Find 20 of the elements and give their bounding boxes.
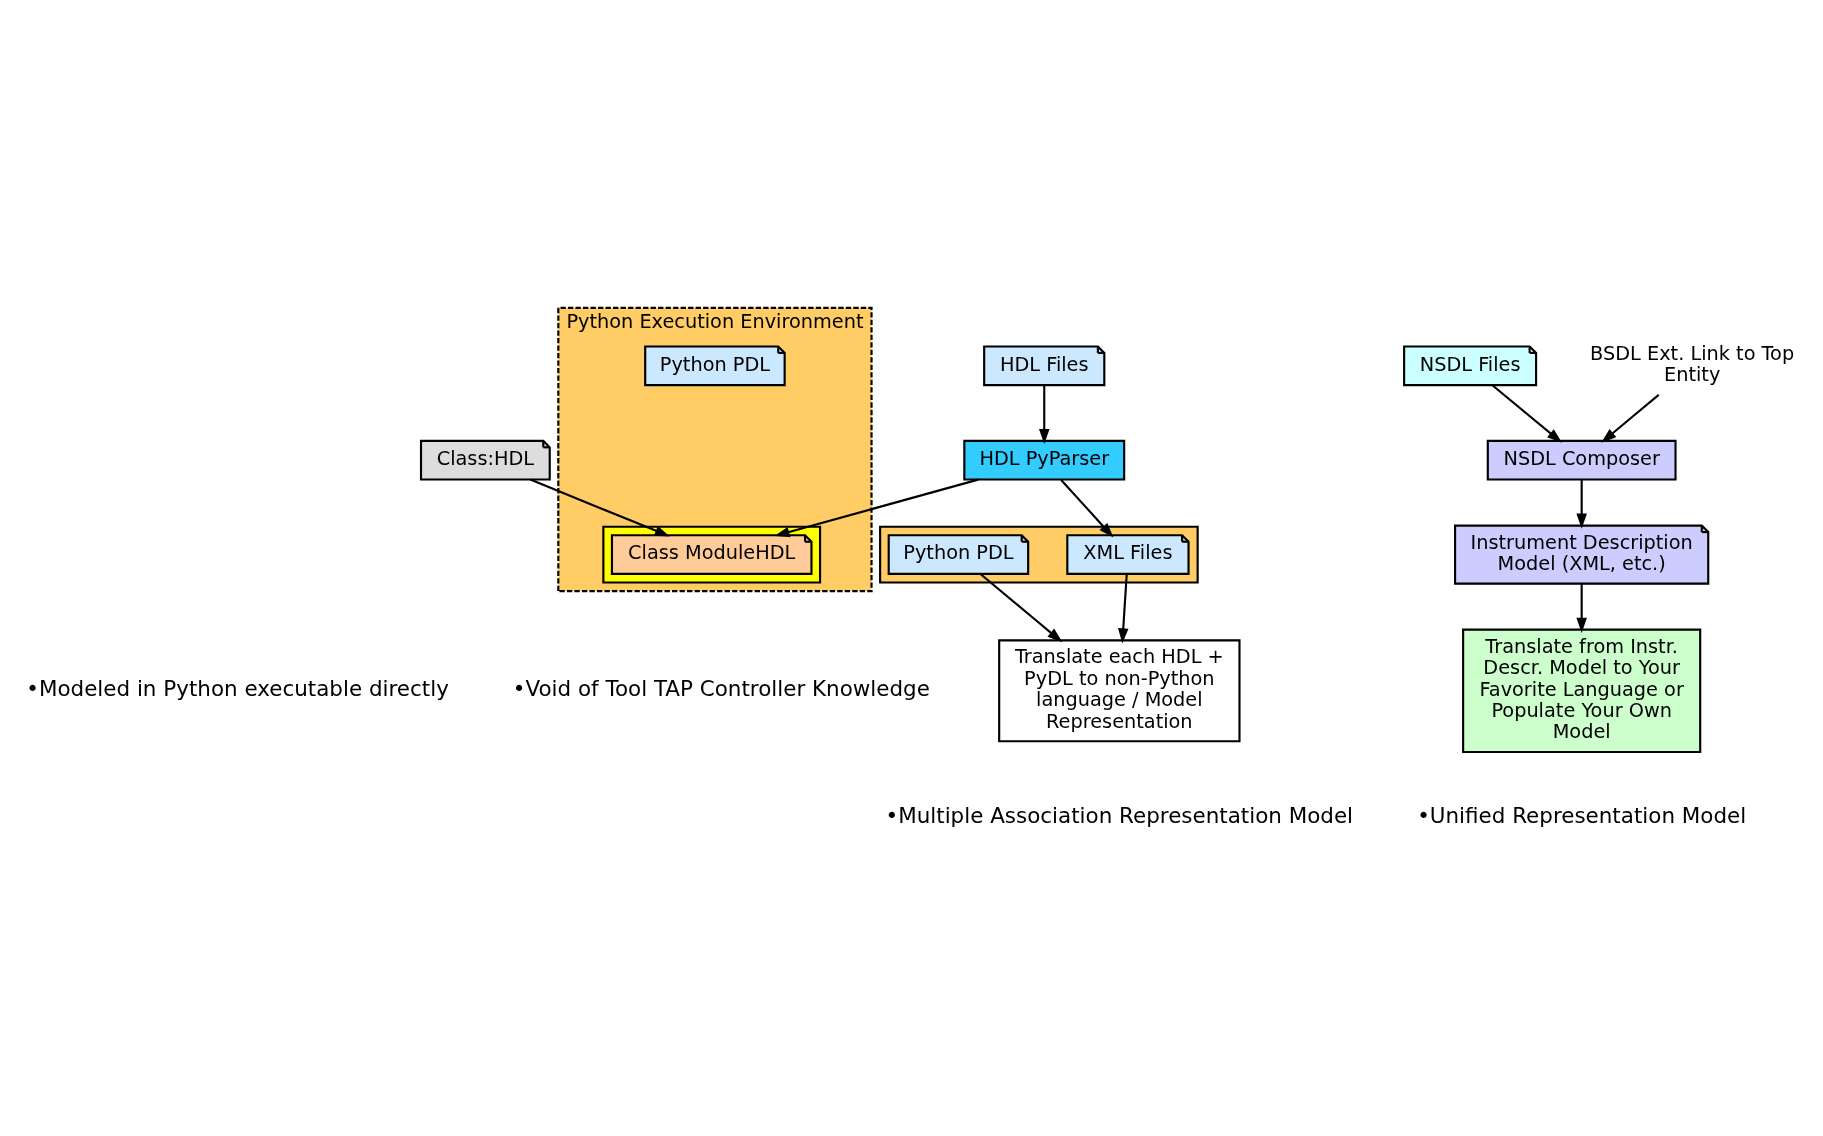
label: •Void of Tool TAP Controller Knowledge bbox=[512, 676, 930, 702]
label: •Multiple Association Representation Model bbox=[885, 802, 1354, 828]
node-box: NSDL Composer bbox=[1486, 439, 1677, 481]
node-box: Translate from Instr. Descr. Model to Your Favorite Language or Populate Your Own Model bbox=[1462, 628, 1702, 754]
arrow bbox=[1038, 385, 1050, 445]
arrow bbox=[1492, 384, 1562, 443]
arrow bbox=[1060, 479, 1114, 538]
arrow bbox=[1576, 583, 1587, 633]
node-box: HDL PyParser bbox=[963, 439, 1126, 481]
label: •Modeled in Python executable directly bbox=[26, 676, 449, 702]
cluster bbox=[879, 525, 1199, 584]
arrow bbox=[1601, 393, 1660, 443]
label: •Unified Representation Model bbox=[1417, 802, 1747, 828]
arrow bbox=[979, 573, 1063, 643]
arrow bbox=[774, 478, 979, 538]
arrow bbox=[529, 478, 670, 537]
node-box: Translate each HDL + PyDL to non-Python language / Model Representation bbox=[998, 639, 1241, 743]
node-text: BSDL Ext. Link to Top Entity bbox=[1590, 341, 1795, 387]
arrow bbox=[1576, 479, 1587, 529]
arrow bbox=[1118, 573, 1129, 644]
